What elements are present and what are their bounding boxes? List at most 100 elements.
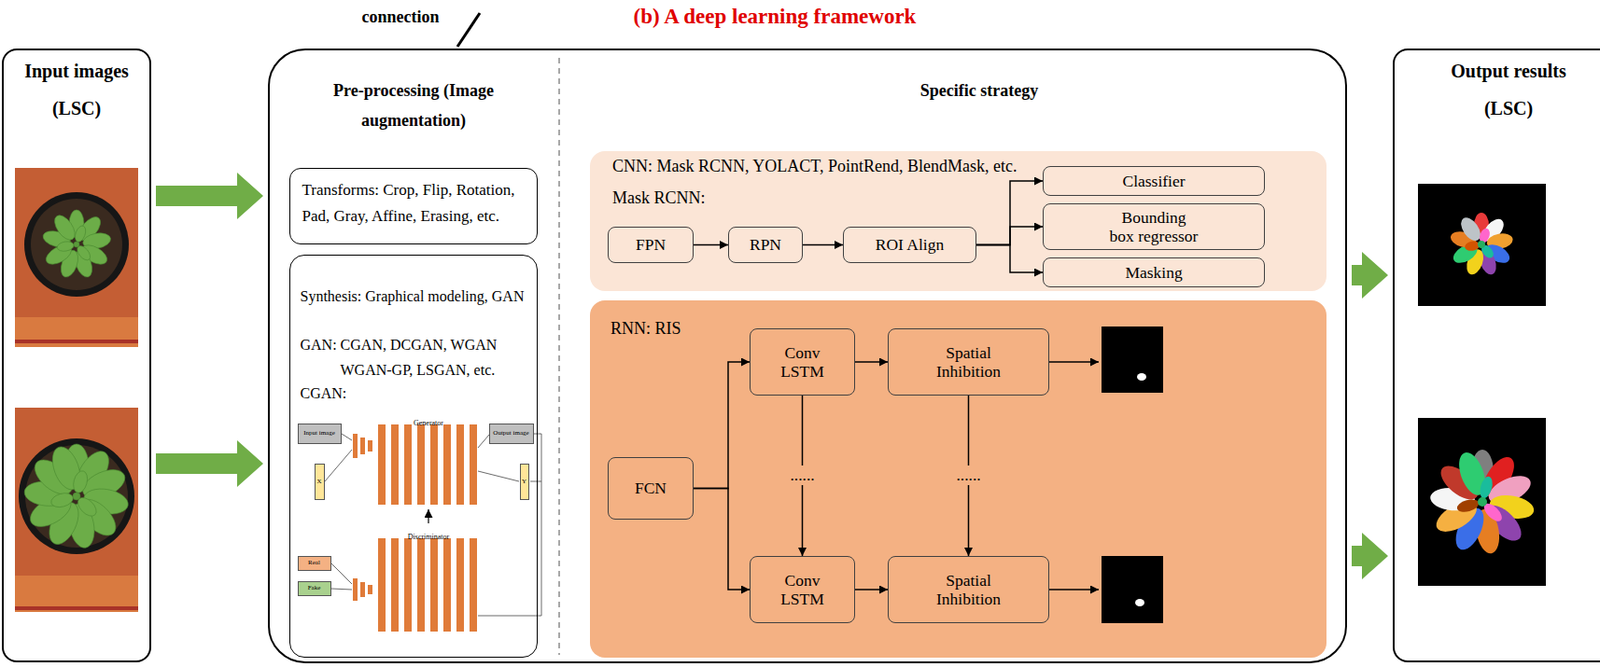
label-text: connection — [362, 7, 440, 29]
synthesis-box: Synthesis: Graphical modeling, GAN GAN: C… — [289, 254, 538, 659]
box-label: X — [316, 478, 322, 486]
segmentation-result — [1417, 418, 1546, 587]
segmentation-result — [1417, 418, 1546, 587]
text-slot: Transforms: Crop, Flip, Rotation, Pad, G… — [302, 177, 533, 230]
discriminator-layers — [430, 538, 438, 632]
discriminator-layers — [360, 582, 365, 598]
box-label: Conv LSTM — [774, 343, 831, 381]
cnn-panel: CNN: Mask RCNN, YOLACT, PointRend, Blend… — [589, 151, 1327, 292]
discriminator-layers — [367, 585, 373, 595]
generator-layers — [391, 424, 399, 506]
node-text: GAN: CGAN, DCGAN, WGAN WGAN-GP, LSGAN, e… — [300, 332, 534, 383]
plant-photo — [24, 192, 129, 297]
node-text: (b) A deep learning framework — [633, 3, 917, 30]
connector-arrow — [802, 244, 843, 247]
output-panel: Output results (LSC) — [1392, 48, 1600, 663]
segmentation-result — [1455, 497, 1480, 515]
process-box: Conv LSTM — [749, 556, 856, 624]
plant-photo — [14, 407, 139, 576]
mask-output — [1135, 599, 1145, 607]
text-slot: GAN: CGAN, DCGAN, WGAN WGAN-GP, LSGAN, e… — [300, 332, 534, 383]
plant-photo — [70, 469, 90, 495]
box-label: Spatial Inhibition — [930, 343, 1008, 381]
node-text: RNN: RIS — [610, 319, 682, 340]
plant-photo — [72, 492, 81, 501]
plant-photo — [14, 168, 139, 348]
mask-arrow — [1049, 362, 1099, 590]
generator-layers — [352, 424, 478, 506]
generator-layers — [456, 424, 464, 506]
edge-label: ...... — [787, 465, 816, 486]
cgan-wires — [477, 435, 490, 449]
mask-arrow — [1049, 361, 1099, 364]
edge-label: ...... — [954, 465, 983, 486]
plant-photo — [14, 339, 139, 344]
box-label: Classifier — [1122, 171, 1185, 191]
segmentation-result — [1417, 183, 1546, 307]
generator-layers — [404, 424, 412, 506]
process-box: RPN — [728, 226, 803, 264]
cgan-wires — [331, 563, 352, 585]
plant-photo — [18, 438, 135, 555]
process-box: Conv LSTM — [749, 328, 856, 396]
process-box: Masking — [1042, 257, 1265, 288]
cgan-wires — [324, 434, 542, 617]
text-slot: connection — [325, 7, 476, 29]
plant-photo — [14, 575, 139, 613]
text-slot: Discriminator — [391, 526, 466, 544]
discriminator-layers — [391, 538, 399, 632]
segmentation-result — [1463, 239, 1480, 253]
discriminator-layers — [352, 538, 478, 632]
divider-line — [558, 57, 561, 656]
text-slot: Pre-processing (Image augmentation) — [292, 76, 535, 136]
condition-block: X — [314, 463, 325, 501]
mask-arrow — [1049, 589, 1099, 591]
plant-photo — [14, 168, 139, 318]
plant-photo — [73, 241, 80, 248]
discriminator-layers — [456, 538, 464, 632]
text-slot: CGAN: — [300, 384, 534, 403]
plant-photo — [42, 241, 75, 269]
plant-photo — [14, 606, 139, 611]
box-label: Masking — [1124, 263, 1182, 282]
discriminator-layers — [417, 538, 425, 632]
process-box: Spatial Inhibition — [887, 556, 1050, 624]
connection-slash — [457, 13, 480, 47]
generator-layers — [352, 434, 358, 459]
discriminator-layers — [443, 538, 451, 632]
generator-layers — [367, 440, 373, 452]
box-label: Fake — [308, 585, 322, 592]
node-text: Pre-processing (Image augmentation) — [292, 76, 535, 136]
text-slot: (LSC) — [1, 97, 152, 120]
text-slot: Synthesis: Graphical modeling, GAN — [300, 287, 534, 306]
connector-arrow — [855, 361, 888, 364]
node-text: Output results — [1450, 59, 1567, 83]
node-text: Synthesis: Graphical modeling, GAN — [300, 287, 525, 306]
transforms-box: Transforms: Crop, Flip, Rotation, Pad, G… — [289, 168, 538, 245]
segmentation-result — [1477, 240, 1486, 249]
cgan-wires — [477, 471, 520, 482]
image-block: Input image — [297, 423, 342, 445]
plant-photo — [14, 407, 139, 613]
node-text: Input images — [24, 59, 129, 83]
fake-block: Fake — [297, 581, 332, 597]
generator-layers — [360, 437, 365, 455]
discriminator-layers — [352, 578, 358, 602]
generator-layers — [417, 424, 425, 506]
text-slot: ...... — [931, 465, 1007, 486]
node-text: Specific strategy — [920, 76, 1039, 107]
plant-photo — [14, 317, 139, 348]
box-label: FPN — [635, 235, 666, 254]
input-panel: Input images (LSC) — [1, 48, 152, 663]
label-text: Discriminator — [407, 533, 450, 543]
text-slot: Input images — [1, 59, 152, 83]
process-box: FPN — [607, 226, 694, 264]
connector-arrow — [693, 362, 750, 490]
connector-arrow — [693, 489, 750, 591]
plant-photo — [23, 443, 130, 550]
box-label: Output image — [492, 430, 529, 437]
plant-photo — [41, 210, 113, 281]
text-slot: (LSC) — [1392, 97, 1600, 120]
flow-arrow — [155, 172, 264, 220]
